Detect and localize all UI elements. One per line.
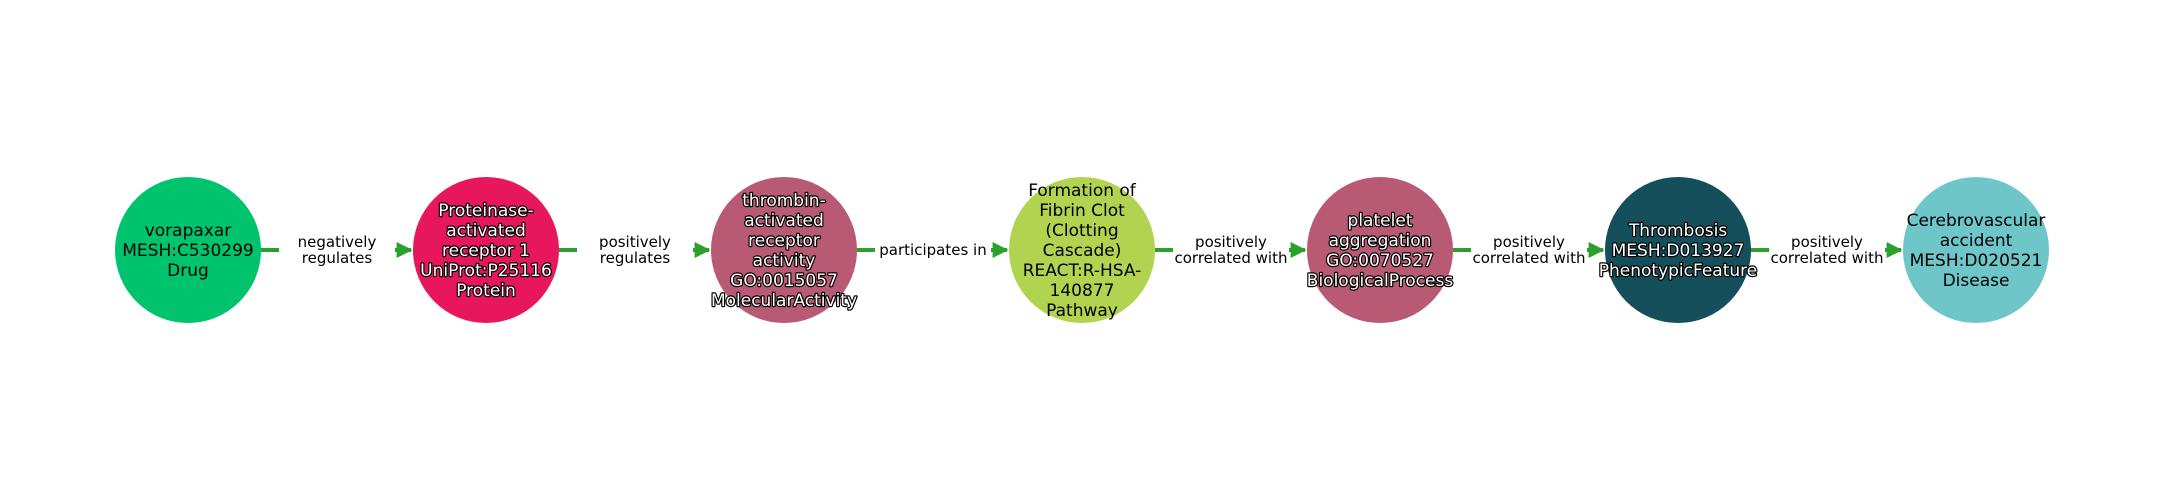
node-label-line: Protein [456, 281, 516, 301]
node-label-line: BiologicalProcess [1307, 271, 1454, 291]
node-circle [115, 177, 261, 323]
node-label-line: MolecularActivity [711, 291, 857, 311]
node-label-line: activated [744, 211, 824, 231]
edge-label-background [1471, 231, 1587, 269]
edge-label-line: positively [1493, 233, 1565, 251]
node-label-line: activated [446, 221, 526, 241]
edge-label-line: correlated with [1175, 249, 1288, 267]
edge-label-line: positively [1195, 233, 1267, 251]
node-label-line: Cascade) [1043, 241, 1122, 261]
node-label-line: Thrombosis [1628, 221, 1728, 241]
edge-label-line: negatively [298, 233, 377, 251]
node-label-line: receptor 1 [442, 241, 530, 261]
node-label-line: Fibrin Clot [1039, 201, 1125, 221]
edge-label-line: correlated with [1473, 249, 1586, 267]
node-label-line: MESH:D020521 [1910, 251, 2043, 271]
edge-label-line: correlated with [1771, 249, 1884, 267]
node-label-line: aggregation [1329, 231, 1432, 251]
node-circle [711, 177, 857, 323]
edge-label-background [1173, 231, 1289, 269]
node-label-line: Pathway [1046, 301, 1118, 321]
node-label-line: Drug [167, 261, 209, 281]
node-circle [1903, 177, 2049, 323]
node-circle [413, 177, 559, 323]
edge-label-background [1769, 231, 1885, 269]
node-label-line: platelet [1348, 211, 1413, 231]
node-label-line: REACT:R-HSA- [1023, 261, 1142, 281]
node-label-line: GO:0070527 [1326, 251, 1434, 271]
node-label-line: GO:0015057 [730, 271, 838, 291]
edge-2: participates in [857, 239, 1009, 261]
edge-label-background [577, 231, 693, 269]
node-circle [1307, 177, 1453, 323]
node-label-line: Formation of [1028, 181, 1137, 201]
node-label-line: (Clotting [1045, 221, 1118, 241]
node-label-line: Disease [1943, 271, 2010, 291]
edge-label-line: positively [1791, 233, 1863, 251]
node-circle [1009, 177, 1155, 323]
edge-label-background [875, 239, 991, 261]
node-label-line: UniProt:P25116 [420, 261, 552, 281]
edge-label-line: regulates [302, 249, 373, 267]
edge-label-line: positively [599, 233, 671, 251]
node-label-line: vorapaxar [145, 221, 232, 241]
node-label-line: Cerebrovascular [1907, 211, 2046, 231]
node-label-line: receptor [748, 231, 820, 251]
node-label-line: accident [1940, 231, 2013, 251]
edge-label: participates in [879, 241, 986, 259]
edge-label-line: regulates [600, 249, 671, 267]
node-label-line: MESH:C530299 [122, 241, 253, 261]
node-label-line: Proteinase- [438, 201, 533, 221]
node-label-line: PhenotypicFeature [1599, 261, 1758, 281]
node-circle [1605, 177, 1751, 323]
node-label-line: MESH:D013927 [1612, 241, 1745, 261]
edge-label-line: participates in [879, 241, 986, 259]
node-label-line: thrombin- [742, 191, 825, 211]
node-label-line: 140877 [1050, 281, 1115, 301]
edge-label-background [279, 231, 395, 269]
node-label-line: activity [753, 251, 816, 271]
